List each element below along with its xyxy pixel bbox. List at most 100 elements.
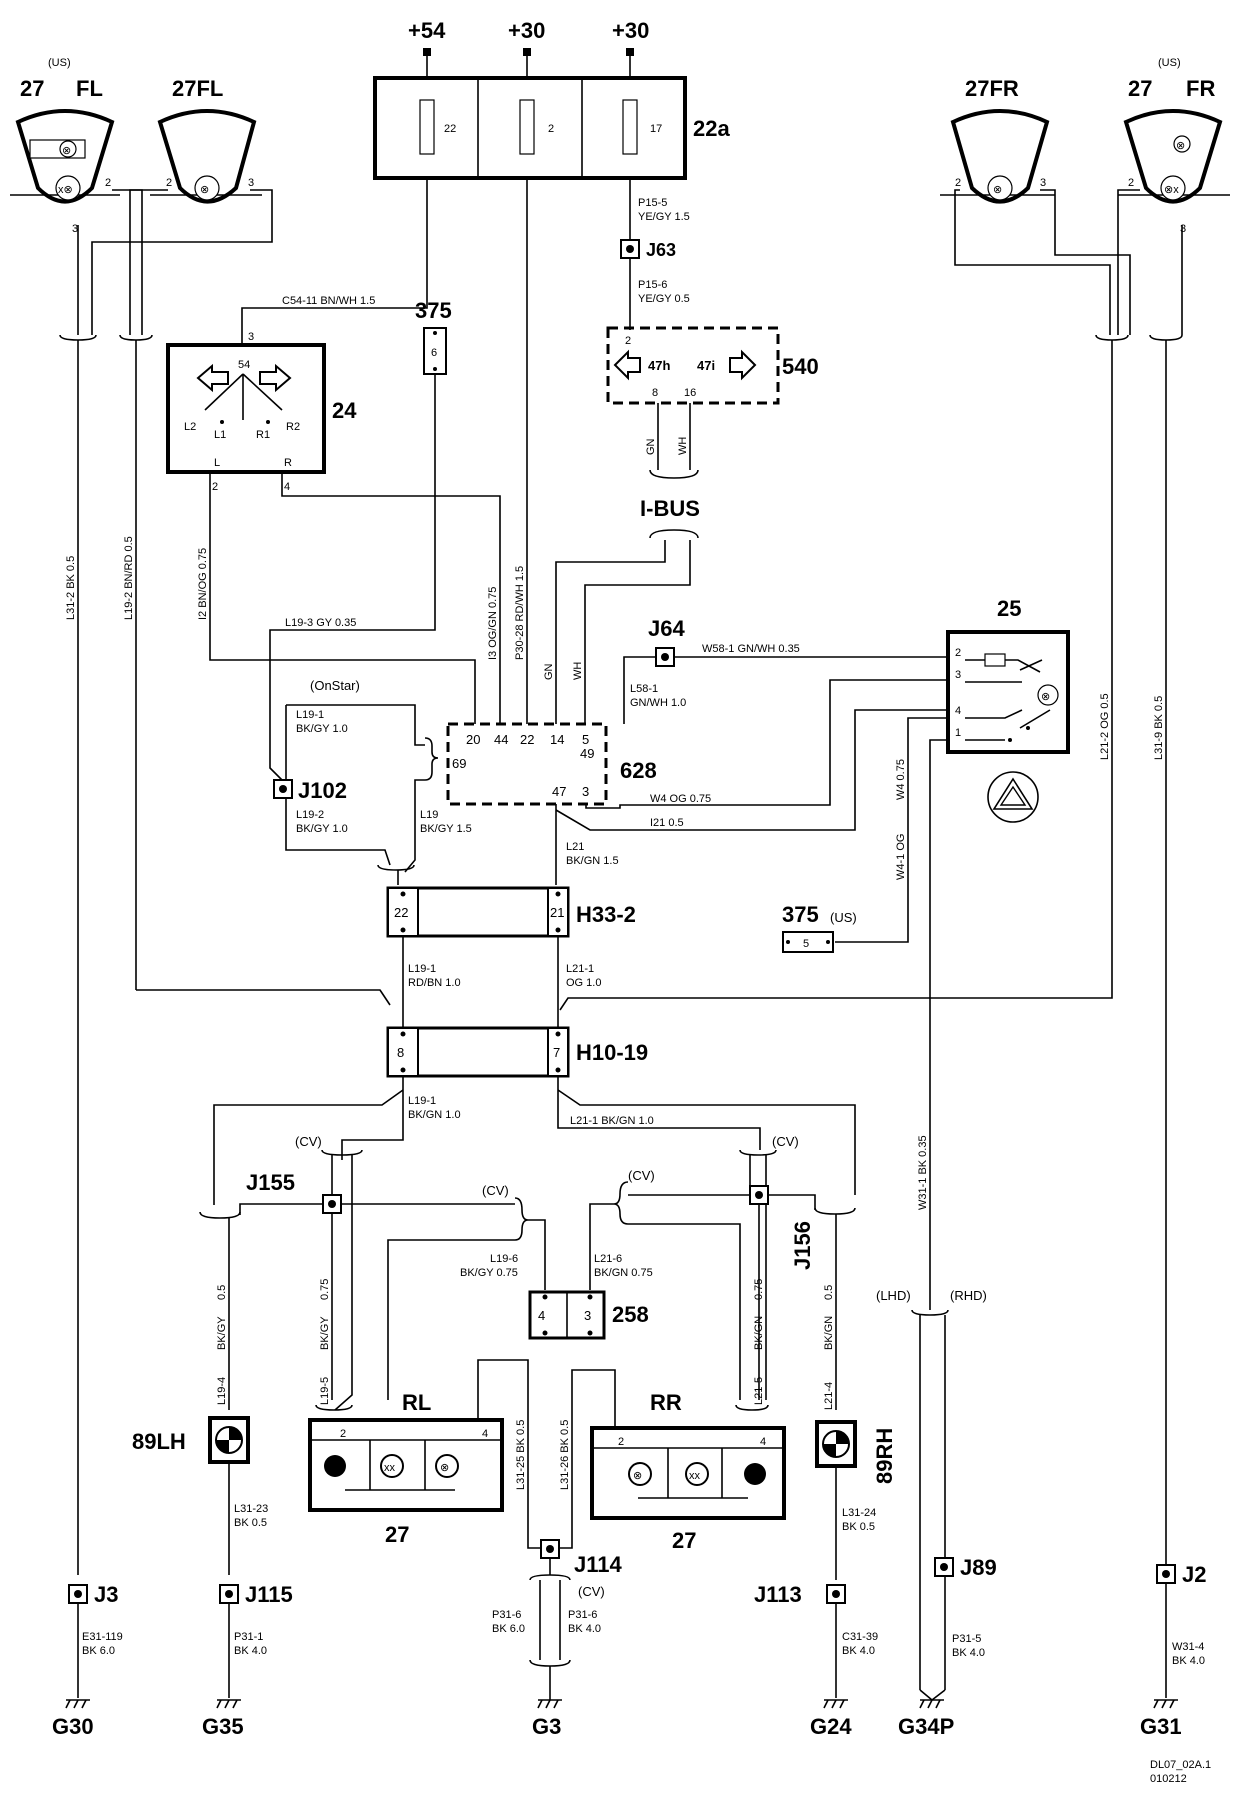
fr-us-region: (US) [1158, 57, 1181, 69]
wire-i3: I3 OG/GN 0.75 [487, 587, 499, 660]
supply-30a-label: +30 [508, 18, 545, 43]
fr-pin-3: 3 [1040, 177, 1046, 189]
ibus-wh: WH [677, 437, 689, 455]
wire-p31-6b-spec: BK 4.0 [568, 1623, 601, 1635]
junction-j64: J64 [648, 616, 685, 641]
svg-text:⊗: ⊗ [62, 145, 71, 157]
relay24-l1: L1 [214, 429, 226, 441]
sw25-pin-2: 2 [955, 647, 961, 659]
conn375us-pin: 5 [803, 938, 809, 950]
ground-g35: G35 [202, 1699, 244, 1739]
wire-l21-2: L21-2 OG 0.5 [1099, 693, 1111, 760]
side-marker-89lh: 89LH [132, 1416, 250, 1464]
wire-l31-23: L31-23 [234, 1503, 268, 1515]
wire-e31-119-spec: BK 6.0 [82, 1645, 115, 1657]
wire-w31-4: W31-4 [1172, 1641, 1204, 1653]
junction-j155: J155 [246, 1170, 295, 1195]
wire-l19-1a: L19-1 [296, 709, 324, 721]
m628-pin-14: 14 [550, 732, 564, 747]
wire-l31-26: L31-26 BK 0.5 [559, 1420, 571, 1490]
wire-wh: WH [572, 662, 584, 680]
wire-l21-6-spec: BK/GN 0.75 [594, 1267, 653, 1279]
m628-pin-44: 44 [494, 732, 508, 747]
svg-text:⊗: ⊗ [1176, 140, 1185, 152]
relay24-pin-4: 4 [284, 481, 290, 493]
wire-p31-6a: P31-6 [492, 1609, 521, 1621]
fr-us-pos: FR [1186, 76, 1215, 101]
wire-gn: GN [543, 663, 555, 680]
module-540-id: 540 [782, 354, 819, 379]
conn375us-region: (US) [830, 910, 857, 925]
ground-g31-label: G31 [1140, 1714, 1182, 1739]
fr-pin-2: 2 [955, 177, 961, 189]
fl-us-pin-2: 2 [105, 177, 111, 189]
connector-h10-19: 8 7 H10-19 [386, 1026, 648, 1078]
m540-47i: 47i [697, 358, 715, 373]
h10-pin-7: 7 [553, 1045, 560, 1060]
svg-text:⊗: ⊗ [1041, 691, 1050, 703]
cv-label-left: (CV) [295, 1134, 322, 1149]
relay-24-id: 24 [332, 398, 357, 423]
h33-pin-22: 22 [394, 905, 408, 920]
lamp-27-fr: 27FR ⊗ 2 3 [940, 76, 1055, 204]
junction-j113: J113 [754, 1582, 802, 1607]
svg-text:⊗: ⊗ [440, 1462, 449, 1474]
wire-l19-1r: L19-1 [408, 963, 436, 975]
side-marker-rh-id: 89RH [872, 1428, 897, 1484]
wire-l21-6: L21-6 [594, 1253, 622, 1265]
wire-bkgy1: BK/GY [216, 1316, 228, 1350]
ibus-label: I-BUS [640, 496, 700, 521]
wire-i2: I2 BN/OG 0.75 [197, 548, 209, 620]
ground-g35-label: G35 [202, 1714, 244, 1739]
fl-pin-3: 3 [248, 177, 254, 189]
wire-i21: I21 0.5 [650, 817, 684, 829]
wire-v05b: 0.5 [823, 1285, 835, 1300]
wire-p31-6b: P31-6 [568, 1609, 597, 1621]
relay24-r: R [284, 457, 292, 469]
wire-v05a: 0.5 [216, 1285, 228, 1300]
wire-w4-v: W4 0.75 [895, 759, 907, 800]
connector-h33-2-id: H33-2 [576, 902, 636, 927]
rear-lamp-rl: RL xx ⊗ 2 4 27 [308, 1390, 504, 1547]
fuse-box-22a: +54 +30 +30 22 2 17 22a [373, 18, 730, 180]
relay24-l: L [214, 457, 220, 469]
sw25-pin-1: 1 [955, 727, 961, 739]
switch-25-id: 25 [997, 596, 1021, 621]
supply-30b-label: +30 [612, 18, 649, 43]
relay24-pin-3: 3 [248, 331, 254, 343]
lamp-27-fr-us: (US) 27 FR ⊗ ⊗x 2 3 [1118, 57, 1230, 235]
ground-g3-label: G3 [532, 1714, 561, 1739]
wire-w4-1: W4-1 OG [895, 834, 907, 880]
c258-pin-4: 4 [538, 1308, 545, 1323]
cv-label-mid-right: (CV) [628, 1168, 655, 1183]
wire-p31-1-spec: BK 4.0 [234, 1645, 267, 1657]
ground-g34p: G34P [898, 1689, 954, 1739]
rr-pin-2: 2 [618, 1436, 624, 1448]
relay24-54: 54 [238, 359, 250, 371]
side-marker-89rh: 89RH [815, 1420, 897, 1484]
lamp-27-fl: 27FL ⊗ 2 3 [150, 76, 262, 204]
m628-pin-5: 5 [582, 732, 589, 747]
wire-p15-5-spec: YE/GY 1.5 [638, 211, 690, 223]
svg-text:xx: xx [689, 1470, 701, 1482]
cv-label-mid-left: (CV) [482, 1183, 509, 1198]
ground-g30-label: G30 [52, 1714, 94, 1739]
wire-l19: L19 [420, 809, 438, 821]
ground-g3: G3 [532, 1666, 562, 1739]
connector-h10-19-id: H10-19 [576, 1040, 648, 1065]
wire-p15-6: P15-6 [638, 279, 667, 291]
ground-g30: G30 [52, 1699, 94, 1739]
footer-code: DL07_02A.1 [1150, 1759, 1211, 1771]
m540-47h: 47h [648, 358, 670, 373]
svg-text:⊗x: ⊗x [1164, 184, 1179, 196]
hazard-switch-25: 25 2 3 4 1 ⊗ [946, 596, 1070, 754]
wire-l19-spec: BK/GY 1.5 [420, 823, 472, 835]
wire-c54-11: C54-11 BN/WH 1.5 [282, 295, 375, 307]
relay24-r2: R2 [286, 421, 300, 433]
wire-l31-25: L31-25 BK 0.5 [515, 1420, 527, 1490]
h10-pin-8: 8 [397, 1045, 404, 1060]
wire-l19-2-spec: BK/GY 1.0 [296, 823, 348, 835]
m628-pin-69: 69 [452, 756, 466, 771]
supply-54-label: +54 [408, 18, 446, 43]
